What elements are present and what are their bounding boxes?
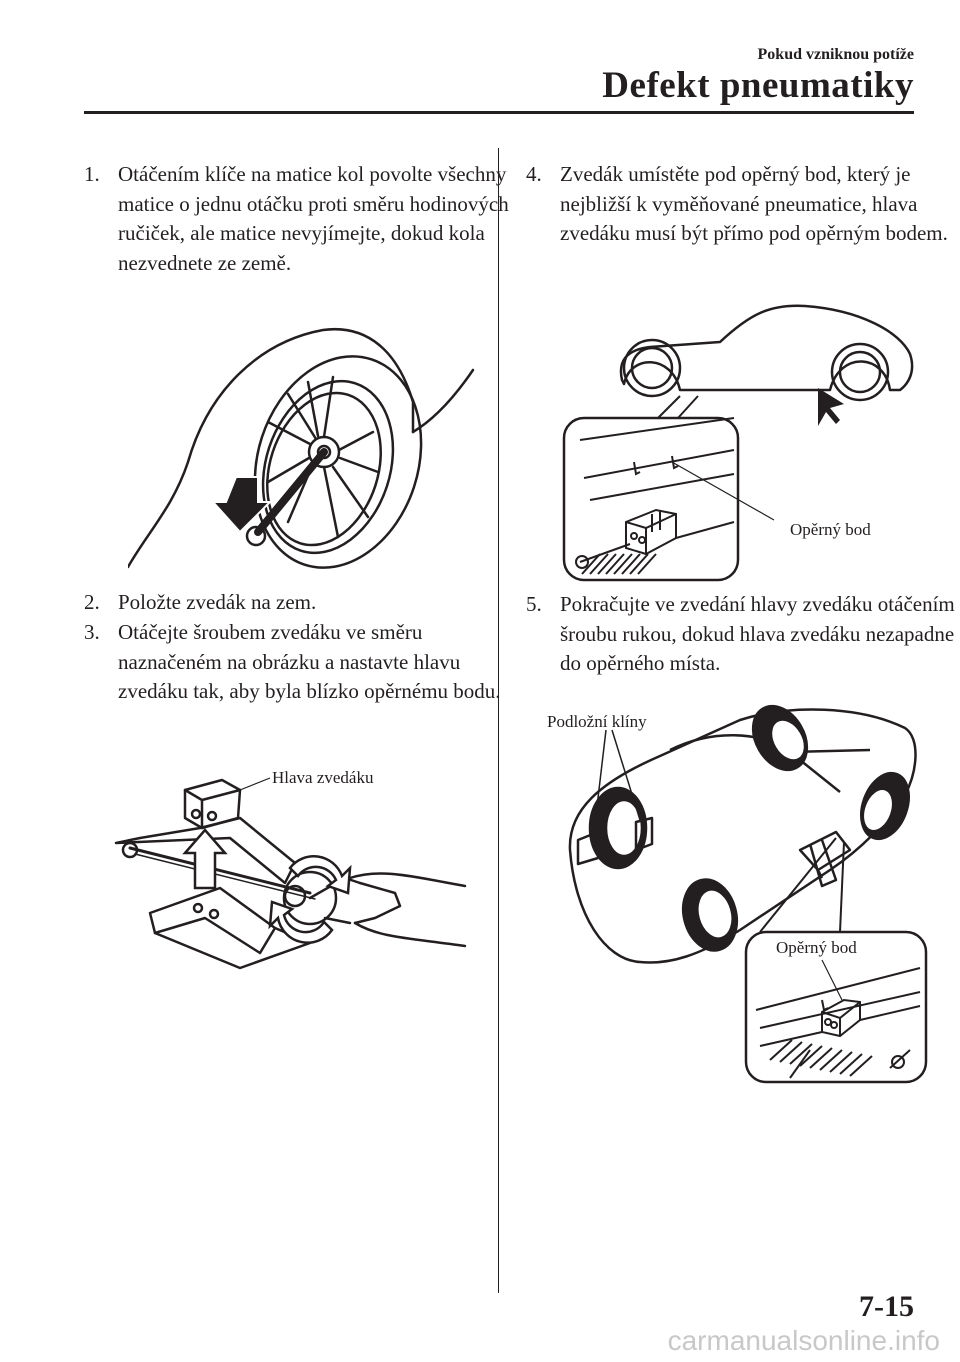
step-text: Pokračujte ve zvedání hlavy zvedáku otáč…	[560, 592, 955, 675]
callout-jack-head: Hlava zvedáku	[272, 768, 374, 787]
step-number: 2.	[84, 590, 100, 614]
step-number: 5.	[526, 592, 542, 616]
step-5: 5. Pokračujte ve zvedání hlavy zvedáku ot…	[526, 590, 960, 679]
step-3: 3. Otáčejte šroubem zvedáku ve směru nazn…	[84, 618, 518, 707]
section-title: Pokud vzniknou potíže	[757, 46, 914, 63]
page-number: 7-15	[859, 1290, 914, 1323]
step-number: 4.	[526, 162, 542, 186]
figure-jack-adjust	[110, 768, 470, 978]
callout-wheel-chocks: Podložní klíny	[547, 712, 647, 731]
step-number: 3.	[84, 620, 100, 644]
step-text: Otáčejte šroubem zvedáku ve směru naznač…	[118, 620, 501, 703]
step-number: 1.	[84, 162, 100, 186]
step-1: 1. Otáčením klíče na matice kol povolte v…	[84, 160, 518, 278]
callout-support-point-2: Opěrný bod	[776, 938, 857, 957]
step-text: Zvedák umístěte pod opěrný bod, který je…	[560, 162, 948, 245]
column-divider	[498, 148, 499, 1293]
watermark: carmanualsonline.info	[667, 1325, 940, 1356]
figure-wheel-loosen	[128, 322, 478, 570]
header-rule	[84, 111, 914, 114]
step-text: Otáčením klíče na matice kol povolte vše…	[118, 162, 509, 275]
step-text: Položte zvedák na zem.	[118, 590, 317, 614]
figure-support-point	[560, 292, 920, 582]
chapter-title: Defekt pneumatiky	[602, 65, 914, 106]
step-4: 4. Zvedák umístěte pod opěrný bod, který …	[526, 160, 960, 249]
figure-wheel-chocks	[560, 700, 930, 1085]
step-2: 2. Položte zvedák na zem.	[84, 588, 518, 618]
callout-support-point: Opěrný bod	[790, 520, 871, 539]
